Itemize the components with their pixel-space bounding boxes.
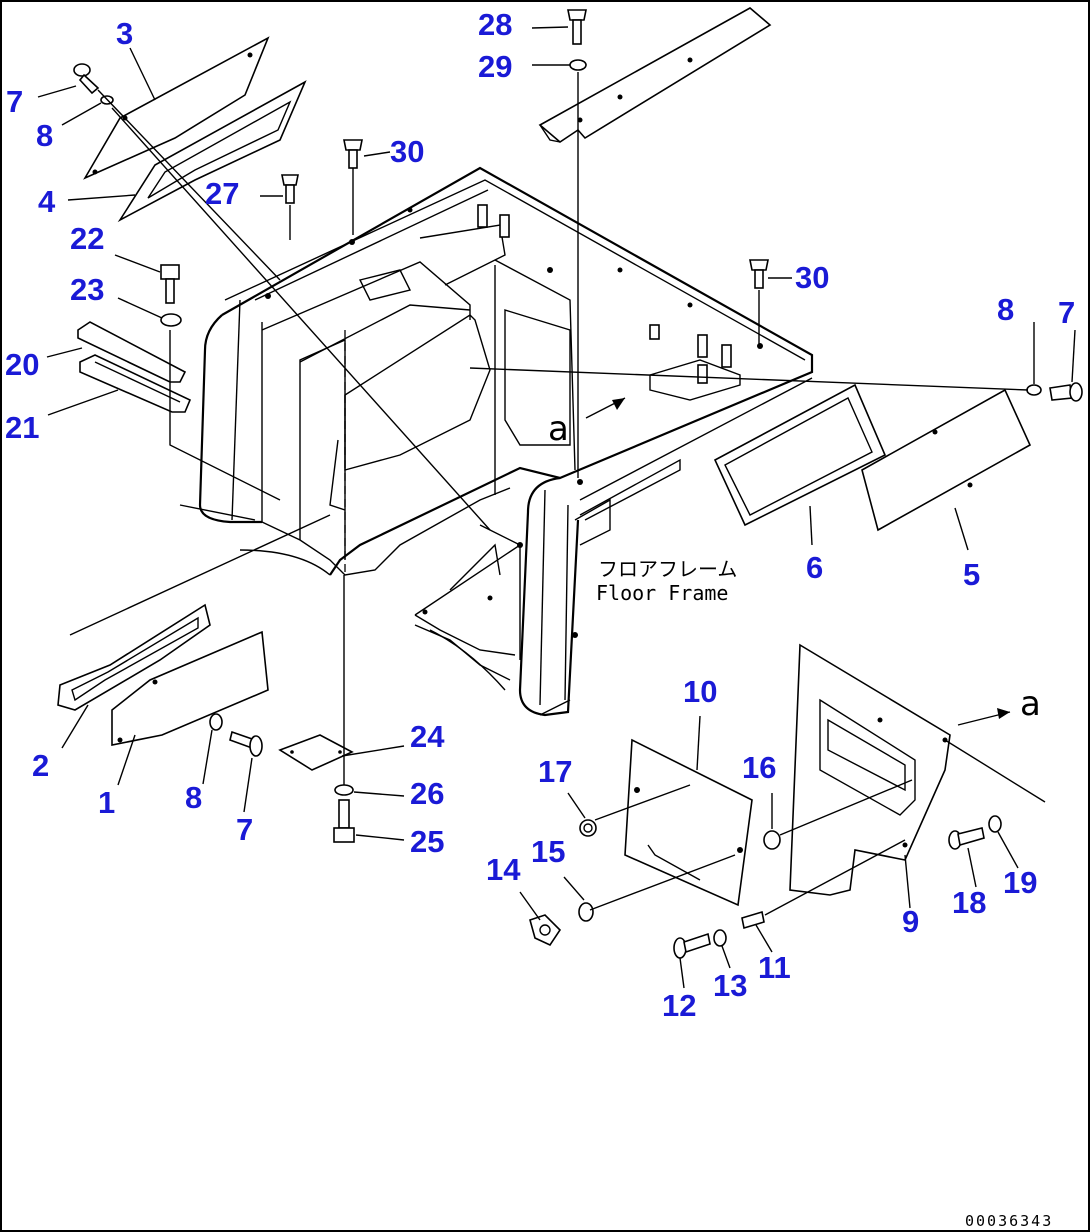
callouts: 7 8 3 4 27 22 23 20 21 30 28 29 30 8 7 6…	[5, 7, 1075, 1023]
callout-6: 6	[806, 550, 823, 585]
bolt-12	[673, 932, 711, 959]
callout-25: 25	[410, 824, 444, 859]
callout-7: 7	[236, 812, 253, 847]
assembly-lines	[69, 72, 1046, 916]
floor-frame	[198, 166, 814, 717]
callout-10: 10	[683, 674, 717, 709]
washer-26	[334, 784, 354, 796]
bolt-22	[160, 264, 180, 304]
callout-11: 11	[758, 950, 791, 985]
drawing-code: 00036343	[965, 1212, 1053, 1230]
callout-28: 28	[478, 7, 512, 42]
callout-13: 13	[713, 968, 747, 1003]
bushing-16	[763, 830, 781, 850]
pin-11	[741, 910, 765, 930]
leader-lines	[37, 26, 1076, 989]
callout-3: 3	[116, 16, 133, 51]
part-24-plate	[278, 734, 354, 771]
fastener-7-right	[1049, 382, 1083, 402]
callout-23: 23	[70, 272, 104, 307]
callout-2: 2	[32, 748, 49, 783]
knob-14	[529, 914, 562, 947]
washer-23	[160, 313, 182, 327]
bolt-30-right	[749, 259, 769, 289]
part-3-cover	[83, 36, 270, 180]
callout-9: 9	[902, 904, 919, 939]
callout-4: 4	[38, 184, 56, 219]
callout-26: 26	[410, 776, 444, 811]
callout-21: 21	[5, 410, 39, 445]
callout-22: 22	[70, 221, 104, 256]
callout-17: 17	[538, 754, 572, 789]
view-marker-a2: a	[1020, 684, 1041, 724]
part-2-gasket	[57, 603, 211, 711]
bolt-27	[281, 174, 299, 204]
callout-14: 14	[486, 852, 521, 887]
callout-29: 29	[478, 49, 512, 84]
view-arrow-a1	[585, 397, 626, 419]
bolt-18	[948, 827, 985, 850]
callout-24: 24	[410, 719, 445, 754]
callout-1: 1	[98, 785, 115, 820]
callout-27: 27	[205, 176, 239, 211]
callout-30: 30	[390, 134, 424, 169]
part-10-panel	[624, 738, 753, 907]
callout-7: 7	[1058, 295, 1075, 330]
washer-13	[713, 929, 727, 947]
callout-8: 8	[36, 118, 53, 153]
callout-20: 20	[5, 347, 39, 382]
fastener-7-topleft	[73, 63, 100, 95]
floor-frame-label-jp: フロアフレーム	[598, 557, 737, 581]
part-20-plate	[77, 321, 187, 383]
washer-8-bottomleft	[209, 713, 223, 731]
view-arrow-a2	[957, 708, 1011, 726]
washer-15	[578, 902, 594, 922]
callout-15: 15	[531, 834, 565, 869]
callout-8: 8	[185, 780, 202, 815]
callout-16: 16	[742, 750, 776, 785]
callout-19: 19	[1003, 865, 1037, 900]
callout-8: 8	[997, 292, 1014, 327]
callout-30: 30	[795, 260, 829, 295]
part-6-gasket	[713, 383, 887, 527]
fastener-7-bottomleft	[229, 730, 263, 757]
callout-18: 18	[952, 885, 986, 920]
callout-12: 12	[662, 988, 696, 1023]
floor-frame-label-en: Floor Frame	[596, 581, 728, 605]
bolt-30-left	[343, 139, 363, 169]
view-marker-a1: a	[548, 409, 569, 449]
washer-8-right	[1026, 384, 1042, 396]
bolt-28	[567, 9, 587, 45]
washer-29	[569, 59, 587, 71]
part-21-rubber	[79, 354, 192, 413]
nut-17	[579, 819, 597, 837]
bolt-25	[333, 799, 355, 843]
part-9-plate	[789, 643, 951, 896]
part-1-cover	[111, 630, 269, 746]
callout-7: 7	[6, 84, 23, 119]
part-5-cover	[861, 388, 1032, 532]
washer-19	[988, 815, 1002, 833]
callout-5: 5	[963, 557, 980, 592]
top-strip	[538, 7, 772, 144]
